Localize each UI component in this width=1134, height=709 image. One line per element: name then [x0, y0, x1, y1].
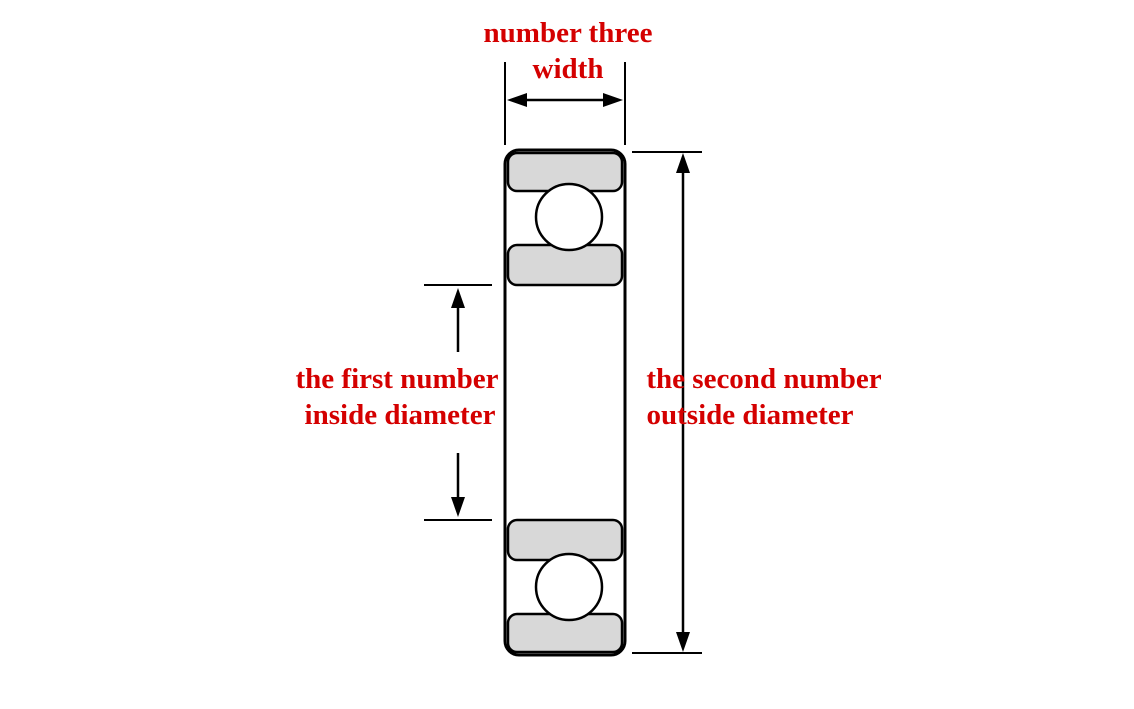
inside-diameter-arrowhead-up-icon [451, 288, 465, 308]
inside-diameter-label-line1: the first number [296, 363, 499, 395]
ball-bottom [534, 552, 604, 622]
outside-diameter-label-line2: outside diameter [647, 399, 854, 431]
width-label-line1: number three [484, 17, 653, 49]
width-arrowhead-left-icon [507, 93, 527, 107]
ball-top [534, 182, 604, 252]
width-arrowhead-right-icon [603, 93, 623, 107]
inside-diameter-arrowhead-down-icon [451, 497, 465, 517]
outside-diameter-arrowhead-up-icon [676, 153, 690, 173]
width-label-line2: width [533, 53, 604, 85]
outside-diameter-label-line1: the second number [646, 363, 881, 395]
inside-diameter-label-line2: inside diameter [305, 399, 496, 431]
outside-diameter-arrowhead-down-icon [676, 632, 690, 652]
